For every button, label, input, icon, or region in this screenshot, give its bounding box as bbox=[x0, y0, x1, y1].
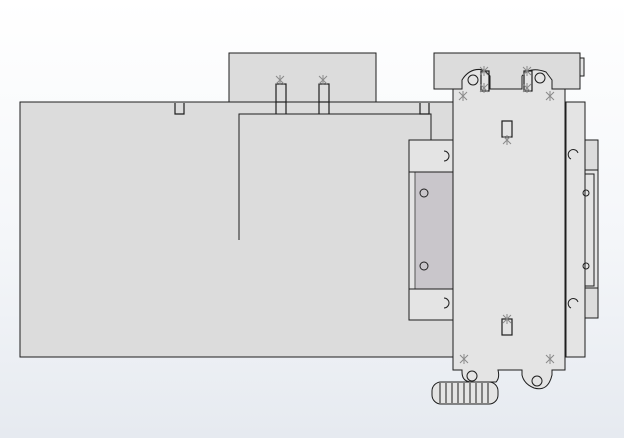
hole-icon[interactable] bbox=[419, 149, 590, 309]
left-gray-tab[interactable] bbox=[414, 171, 456, 290]
top-left-lug-hole[interactable] bbox=[467, 74, 479, 86]
bottom-lug-hole[interactable] bbox=[531, 375, 543, 387]
right-edge-strip bbox=[565, 101, 586, 358]
reference-point-icon bbox=[275, 66, 555, 364]
inner-outline bbox=[238, 113, 432, 240]
top-block[interactable] bbox=[228, 52, 377, 104]
top-right-lug-hole[interactable] bbox=[534, 72, 546, 84]
top-right-block[interactable] bbox=[433, 52, 581, 90]
mounting-plate[interactable] bbox=[452, 69, 566, 390]
bottom-left-lug-hole[interactable] bbox=[466, 370, 478, 382]
knob-icon bbox=[439, 383, 489, 403]
main-body[interactable] bbox=[19, 101, 461, 358]
top-right-stub bbox=[579, 57, 585, 77]
